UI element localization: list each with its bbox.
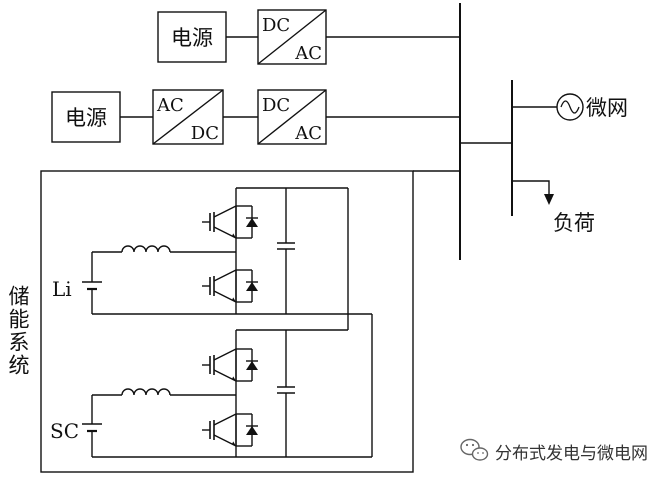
- storage-system-box: [40, 170, 414, 473]
- li-battery-label: Li: [52, 277, 72, 301]
- arrow-down-icon: [512, 180, 554, 205]
- power-source-1-label: 电源: [171, 26, 213, 50]
- converter-ac-dc: AC DC: [152, 89, 224, 145]
- converter-dc-ac-2: DC AC: [257, 89, 327, 145]
- converter-2-bottom-label: DC: [191, 123, 219, 144]
- sc-label: SC: [50, 419, 79, 443]
- li-converter-leg: [82, 187, 372, 315]
- watermark-text: 分布式发电与微电网: [495, 444, 648, 464]
- igbt-li-upper: [201, 205, 259, 239]
- load-label: 负荷: [553, 211, 595, 235]
- storage-system-label: 储能系统: [9, 285, 30, 378]
- converter-3-top-label: DC: [262, 95, 290, 116]
- svg-text:储能系统: 储能系统: [9, 285, 30, 378]
- converter-3-bottom-label: AC: [294, 123, 322, 144]
- converter-2-top-label: AC: [156, 95, 184, 116]
- sine-wave-circle-icon: [556, 93, 584, 121]
- igbt-sc-lower: [201, 413, 259, 447]
- converter-1-top-label: DC: [262, 15, 290, 36]
- power-source-1: 电源: [157, 11, 227, 63]
- wechat-logo-icon: [460, 438, 489, 461]
- converter-1-bottom-label: AC: [294, 43, 322, 64]
- power-source-2: 电源: [51, 91, 121, 143]
- igbt-li-lower: [201, 269, 259, 303]
- converter-dc-ac-1: DC AC: [257, 9, 327, 65]
- igbt-sc-upper: [201, 348, 259, 382]
- sc-converter-leg: [82, 329, 372, 458]
- grid-label: 微网: [586, 96, 628, 120]
- power-source-2-label: 电源: [65, 106, 107, 130]
